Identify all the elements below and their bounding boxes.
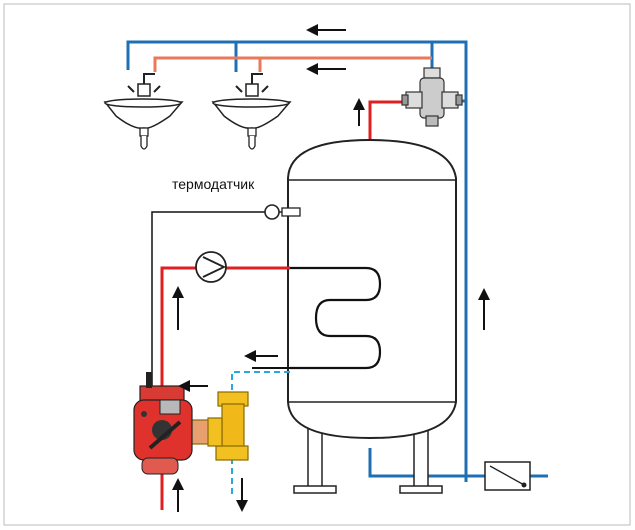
- cold-water-lines: [126, 40, 548, 482]
- flow-arrow-icon: [236, 478, 248, 512]
- sink-icon: [103, 73, 184, 150]
- heating-coil: [290, 266, 382, 370]
- flow-arrow-icon: [353, 98, 365, 126]
- check-valve-icon: [484, 461, 531, 491]
- flow-arrow-icon: [478, 288, 490, 330]
- flow-arrow-icon: [172, 478, 184, 512]
- flow-arrows: [172, 24, 490, 512]
- storage-tank: [287, 138, 457, 494]
- sensor-wire: [151, 211, 266, 392]
- servo-valve-icon: [133, 372, 193, 475]
- heating-supply-line: [160, 266, 290, 392]
- flow-arrow-icon: [172, 286, 184, 330]
- sink-icon: [211, 73, 292, 150]
- flow-arrow-icon: [306, 24, 346, 36]
- flow-arrow-icon: [244, 350, 278, 362]
- flow-arrow-icon: [306, 63, 346, 75]
- tank-hot-outlet: [368, 100, 410, 140]
- flow-arrow-icon: [178, 380, 208, 392]
- pump-icon: [195, 251, 227, 283]
- hot-water-lines: [153, 56, 432, 72]
- tee-fitting-icon: [183, 391, 249, 461]
- thermo-sensor-icon: [264, 204, 301, 220]
- sensor-label: термодатчик: [172, 176, 255, 192]
- mixing-valve-icon: [401, 67, 463, 127]
